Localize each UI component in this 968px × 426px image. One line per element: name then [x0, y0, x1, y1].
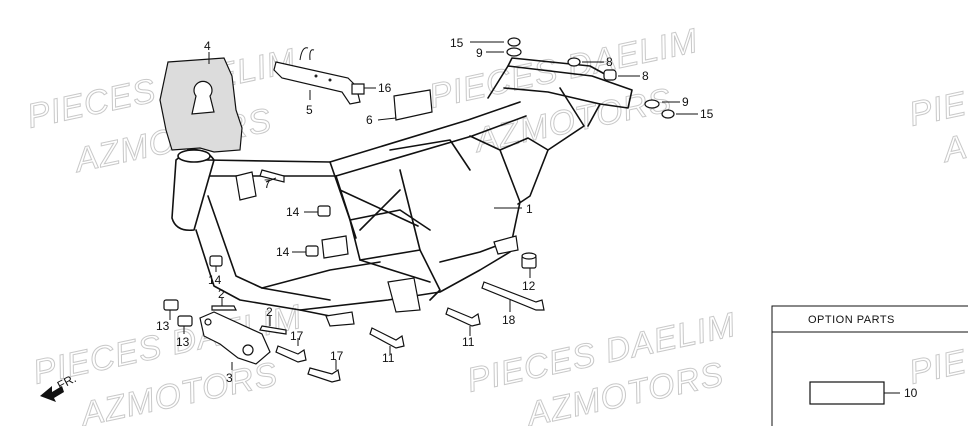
callout-16: 16	[378, 81, 392, 95]
bolt-part-17a	[275, 345, 307, 363]
watermark-bottom-left: PIECES DAELIM AZMOTORS	[29, 297, 306, 426]
nut-part-13a	[163, 299, 179, 311]
callout-17b: 17	[330, 349, 344, 363]
callout-1: 1	[526, 202, 533, 216]
nut-part-14c	[209, 255, 223, 267]
option-part-10	[809, 381, 885, 405]
leader-lines	[169, 41, 698, 370]
callout-11b: 11	[462, 335, 475, 349]
callout-2a: 2	[218, 287, 225, 301]
nut-part-15b	[661, 109, 675, 119]
washer-part-9a	[506, 47, 522, 57]
callout-5: 5	[306, 103, 313, 117]
bolt-part-17b	[307, 367, 341, 383]
callout-6: 6	[366, 113, 373, 127]
watermark-right-edge: PIE A PIE	[905, 84, 968, 392]
bolt-part-2a	[211, 305, 237, 311]
part-bracket	[273, 47, 361, 105]
part-engine-hanger	[199, 311, 271, 365]
callout-10: 10	[904, 386, 918, 400]
nut-part-15a	[507, 37, 521, 47]
arrow-left-icon	[40, 386, 64, 402]
callout-18: 18	[502, 313, 516, 327]
callout-9b: 9	[682, 95, 689, 109]
nut-part-14b	[305, 245, 319, 257]
callout-14a: 14	[286, 205, 300, 219]
main-frame	[171, 57, 633, 327]
bolt-part-16	[351, 83, 365, 95]
callout-8a: 8	[606, 55, 613, 69]
callout-7: 7	[264, 177, 271, 191]
part-plate	[159, 57, 243, 153]
watermark-line1: PIE	[906, 85, 968, 134]
callout-14b: 14	[276, 245, 290, 259]
callout-11a: 11	[382, 351, 395, 365]
washer-part-9b	[644, 99, 660, 109]
callout-17a: 17	[290, 329, 304, 343]
callout-2b: 2	[266, 305, 273, 319]
watermark-line2: A	[938, 128, 968, 171]
callout-8b: 8	[642, 69, 649, 83]
callout-13b: 13	[176, 335, 190, 349]
bolt-part-7	[259, 169, 285, 183]
option-parts-title: OPTION PARTS	[808, 314, 895, 326]
callouts: 4 5 16 6 7 15 9 8 8 9 15 1 14 14 14 2 2 …	[156, 36, 714, 385]
part-label-plate	[393, 89, 433, 121]
callout-12: 12	[522, 279, 536, 293]
bolt-part-18	[481, 281, 545, 311]
callout-14c: 14	[208, 273, 222, 287]
bolt-part-2b	[259, 325, 287, 335]
bolt-part-11b	[445, 307, 481, 327]
nut-part-13b	[177, 315, 193, 327]
nut-part-12	[521, 252, 537, 269]
nut-part-8b	[603, 69, 617, 81]
nut-part-8a	[567, 57, 581, 67]
option-parts-box: OPTION PARTS 10	[771, 305, 968, 426]
watermark-line1-lower: PIE	[906, 343, 968, 392]
callout-3: 3	[226, 371, 233, 385]
bolt-part-11a	[369, 327, 405, 349]
callout-15a: 15	[450, 36, 464, 50]
callout-13a: 13	[156, 319, 170, 333]
nut-part-14a	[317, 205, 331, 217]
callout-15b: 15	[700, 107, 714, 121]
callout-4: 4	[204, 39, 211, 53]
callout-9a: 9	[476, 46, 483, 60]
